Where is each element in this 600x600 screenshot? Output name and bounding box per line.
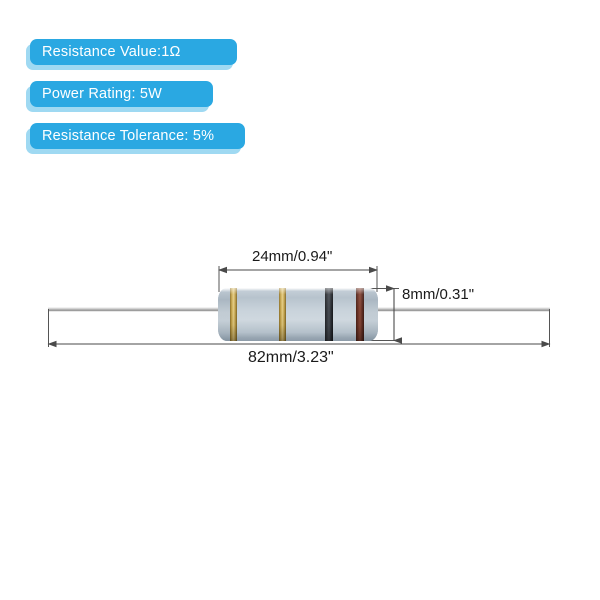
specification-badge-list: Resistance Value:1Ω Power Rating: 5W Res… [0,0,600,170]
spec-badge-label: Resistance Tolerance: 5% [42,127,215,144]
dimension-label-body-length: 24mm/0.94" [252,248,333,265]
resistor-body [218,288,378,341]
color-band-2-gold [279,288,286,341]
spec-badge-resistance-tolerance: Resistance Tolerance: 5% [30,123,245,149]
lead-wire-right [376,307,550,312]
resistor-end-cap-left [218,288,232,341]
color-band-1-gold [230,288,237,341]
dimension-body-length [218,266,378,292]
dimension-label-body-diameter: 8mm/0.31" [402,286,475,303]
resistor-end-cap-right [364,288,378,341]
spec-badge-label: Resistance Value:1Ω [42,43,181,60]
spec-badge-power-rating: Power Rating: 5W [30,81,213,107]
dimension-overall-length [47,309,551,348]
dimension-label-overall-length: 82mm/3.23" [248,349,334,366]
spec-badge-resistance-value: Resistance Value:1Ω [30,39,237,65]
color-band-3-black [325,288,333,341]
spec-badge-label: Power Rating: 5W [42,85,163,102]
lead-wire-left [48,307,220,312]
resistor-body-cylinder [218,288,378,341]
color-band-4-brown [356,288,364,341]
